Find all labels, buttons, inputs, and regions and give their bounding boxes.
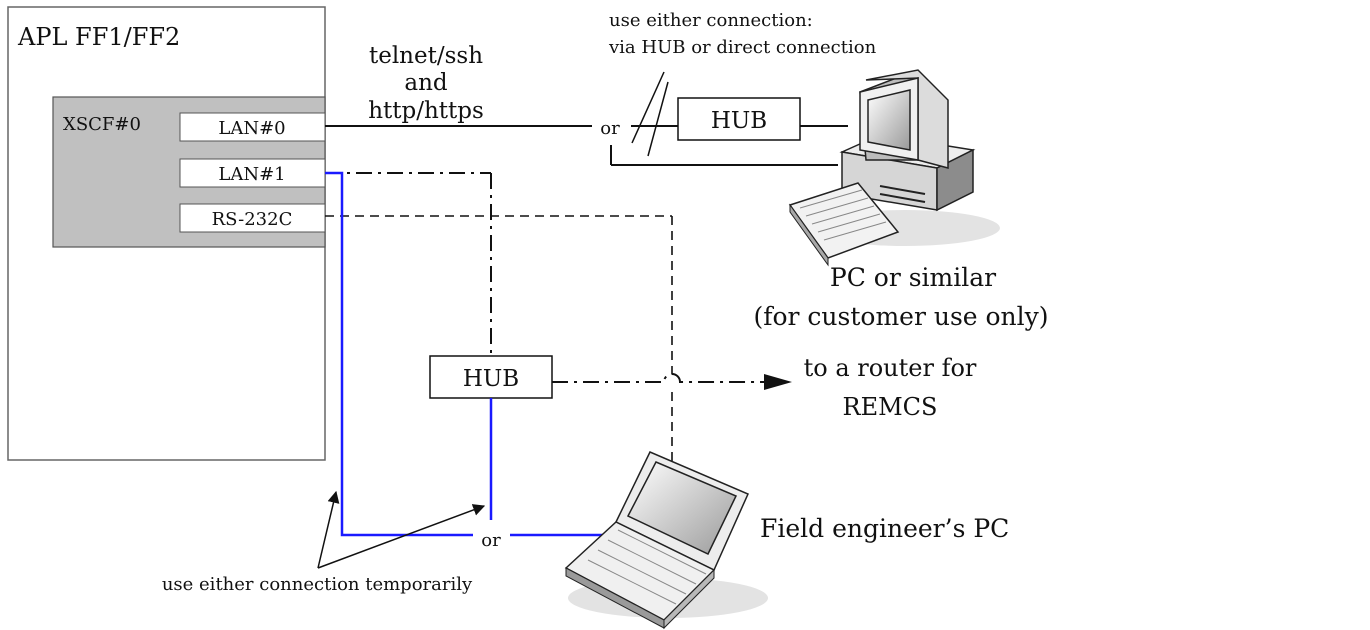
protocol-http-https: http/https (368, 98, 484, 124)
lan1-temporary-connection (325, 171, 604, 537)
router-arrowhead (764, 374, 792, 390)
server-title: APL FF1/FF2 (17, 23, 180, 51)
router-label-line2: REMCS (843, 393, 938, 421)
xscf-label: XSCF#0 (63, 114, 141, 135)
router-connection (552, 373, 770, 383)
customer-note-line2: via HUB or direct connection (608, 37, 877, 58)
maintenance-hub-label: HUB (463, 366, 519, 392)
port-rs232c (179, 203, 326, 233)
port-lan1-label: LAN#1 (218, 164, 285, 185)
customer-hub-label: HUB (711, 108, 767, 134)
customer-hub (677, 97, 801, 141)
port-rs232c-label: RS-232C (212, 209, 293, 230)
protocol-telnet-ssh: telnet/ssh (369, 43, 483, 69)
customer-pc-label-line1: PC or similar (830, 263, 996, 292)
router-label-line1: to a router for (804, 354, 977, 382)
port-lan0-label: LAN#0 (218, 118, 285, 139)
temporary-note: use either connection temporarily (162, 574, 473, 595)
or-label-maintenance: or (481, 530, 501, 551)
temporary-note-pointers (317, 490, 486, 569)
desktop-pc-icon (788, 69, 1000, 267)
protocol-and: and (404, 70, 448, 96)
customer-note-line1: use either connection: (609, 10, 813, 31)
rs232c-dashed-connection (325, 215, 673, 462)
or-label-customer: or (600, 118, 620, 139)
customer-pc-label-line2: (for customer use only) (753, 302, 1048, 331)
laptop-icon (564, 451, 768, 630)
port-lan0 (179, 112, 326, 142)
maintenance-hub (429, 355, 553, 399)
lan1-dashdot-connection (325, 172, 492, 356)
field-engineer-pc-label: Field engineer’s PC (760, 514, 1009, 543)
lan0-connection (325, 71, 848, 166)
